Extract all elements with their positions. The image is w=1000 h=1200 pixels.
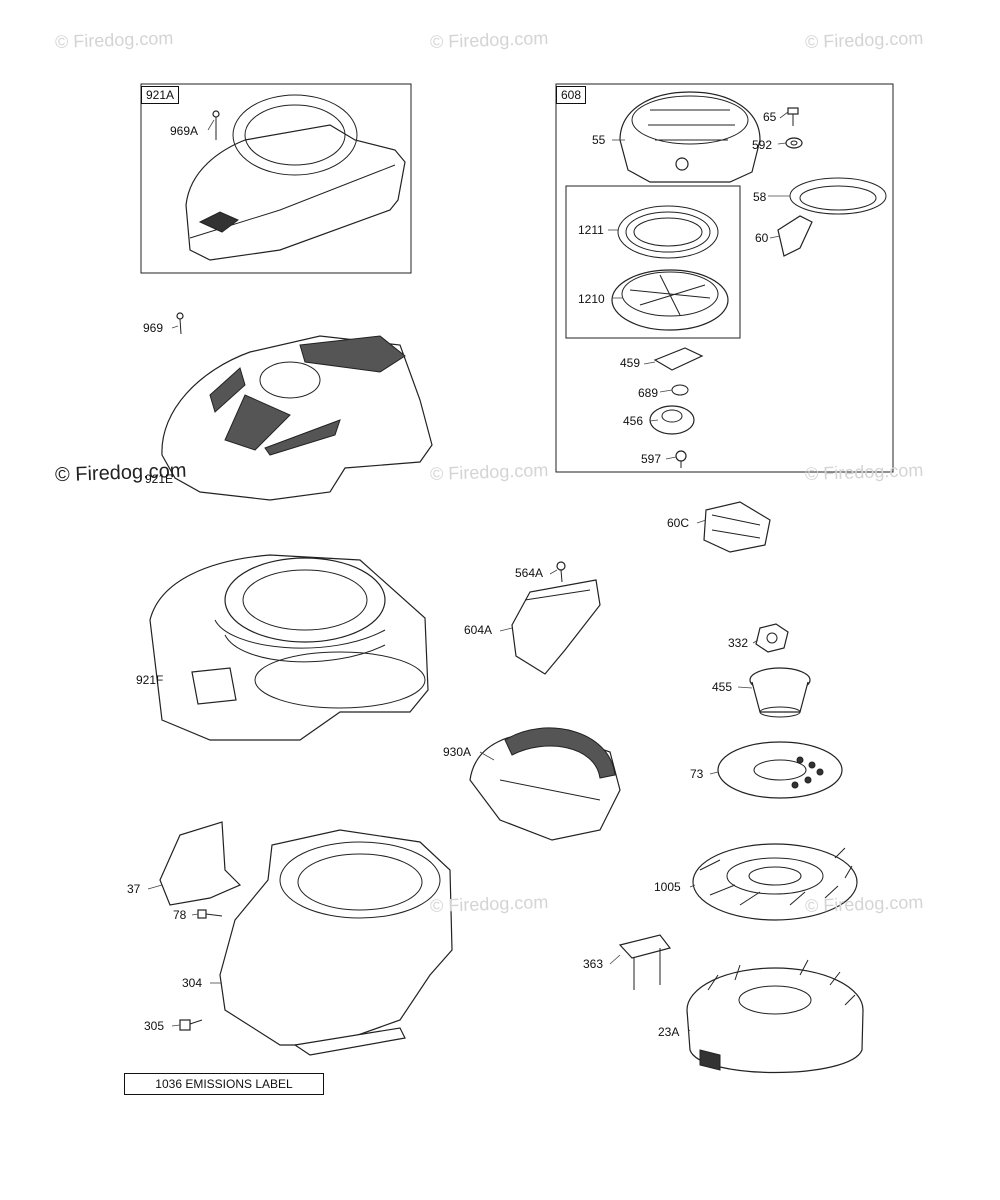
part-label-78: 78 <box>173 908 187 922</box>
part-label-597: 597 <box>641 452 662 466</box>
part-label-969A: 969A <box>170 124 199 138</box>
part-label-1005: 1005 <box>654 880 681 894</box>
rope-58 <box>789 177 887 215</box>
part-label-363: 363 <box>583 957 604 971</box>
screw-305 <box>179 1019 203 1031</box>
watermark: © Firedog.com <box>429 891 549 917</box>
part-label-969: 969 <box>143 321 164 335</box>
part-label-58: 58 <box>753 190 767 204</box>
starter-cup-455 <box>749 667 811 718</box>
part-label-65: 65 <box>763 110 777 124</box>
part-label-921E: 921E <box>145 472 174 486</box>
part-label-60: 60 <box>755 231 769 245</box>
blower-housing-304 <box>219 829 453 1056</box>
part-label-55: 55 <box>592 133 606 147</box>
part-label-930A: 930A <box>443 745 472 759</box>
group-box-921A <box>140 83 412 274</box>
part-label-592: 592 <box>752 138 773 152</box>
part-label-1211: 1211 <box>578 223 604 237</box>
part-label-37: 37 <box>127 882 141 896</box>
group-tag-608: 608 <box>556 86 587 104</box>
starter-housing-55 <box>619 91 761 183</box>
emissions-label-box: 1036 EMISSIONS LABEL <box>124 1073 324 1095</box>
baffle-37 <box>159 821 242 906</box>
watermark: © Firedog.com <box>54 27 174 53</box>
blower-housing-921F <box>149 554 429 741</box>
watermark: © Firedog.com <box>429 459 549 485</box>
handle-60C <box>703 501 771 553</box>
retainer-456 <box>649 405 695 435</box>
part-label-604A: 604A <box>464 623 493 637</box>
screw-969A <box>212 110 220 140</box>
part-label-921F: 921F <box>136 673 164 687</box>
leader-lines <box>147 111 790 1033</box>
part-label-305: 305 <box>144 1019 165 1033</box>
watermark: © Firedog.com <box>804 891 924 917</box>
screw-564A <box>556 561 566 583</box>
dog-459 <box>653 347 704 371</box>
bracket-363 <box>618 934 672 990</box>
part-label-23A: 23A <box>658 1025 680 1039</box>
watermark: © Firedog.com <box>804 27 924 53</box>
nut-332 <box>755 623 789 653</box>
pulley-1210 <box>611 269 729 331</box>
nut-592 <box>785 137 803 149</box>
group-box-608 <box>555 83 894 473</box>
screen-73 <box>717 741 843 799</box>
part-label-456: 456 <box>623 414 644 428</box>
part-label-1210: 1210 <box>578 292 605 306</box>
blower-housing-921E <box>161 335 433 501</box>
screw-78 <box>197 909 223 919</box>
watermark: © Firedog.com <box>804 459 924 485</box>
blower-housing-921A <box>185 94 406 261</box>
subgroup-box-rewind-spring <box>565 185 741 339</box>
part-label-459: 459 <box>620 356 641 370</box>
handle-60 <box>777 215 813 257</box>
part-label-73: 73 <box>690 767 704 781</box>
part-label-332: 332 <box>728 636 749 650</box>
clip-689 <box>671 384 689 396</box>
spring-1211 <box>617 205 719 259</box>
watermark: © Firedog.com <box>429 27 549 53</box>
fan-1005 <box>692 843 858 921</box>
guard-604A <box>511 579 601 675</box>
part-label-60C: 60C <box>667 516 690 530</box>
part-label-304: 304 <box>182 976 203 990</box>
part-label-564A: 564A <box>515 566 544 580</box>
screw-969 <box>176 312 184 335</box>
flywheel-23A <box>686 959 864 1073</box>
part-label-455: 455 <box>712 680 733 694</box>
screw-65 <box>787 107 799 126</box>
air-guide-930A <box>469 727 621 841</box>
part-label-689: 689 <box>638 386 659 400</box>
screw-597 <box>675 450 687 468</box>
group-tag-921A: 921A <box>141 86 180 104</box>
